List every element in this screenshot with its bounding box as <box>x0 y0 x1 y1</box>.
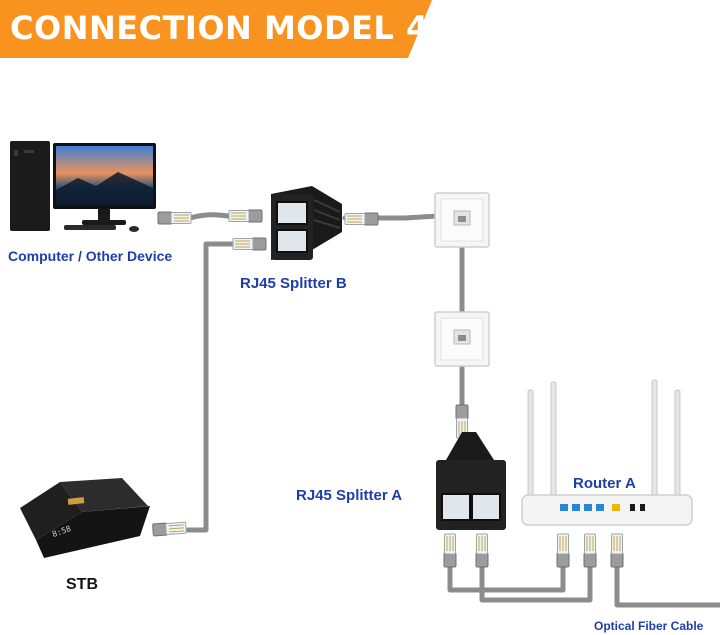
wall-plate-upper <box>434 192 490 248</box>
title-banner <box>0 0 432 58</box>
computer <box>10 141 156 232</box>
rj45-splitter-a <box>436 432 506 530</box>
cable-splitter-a-router-1 <box>447 562 566 593</box>
rj45-connector-splitter-a-port-1 <box>443 533 457 568</box>
page-title: CONNECTION MODEL 4 <box>10 9 429 47</box>
rj45-connector-router-fiber <box>610 533 624 568</box>
rj45-splitter-b <box>271 186 342 260</box>
label-computer: Computer / Other Device <box>8 248 173 264</box>
rj45-connector-splitter-a-port-2 <box>475 533 489 568</box>
monitor <box>53 143 156 225</box>
pc-tower <box>10 141 50 231</box>
label-splitter-a: RJ45 Splitter A <box>296 487 403 504</box>
rj45-connector-router-2 <box>583 533 597 568</box>
label-stb: STB <box>66 576 98 593</box>
rj45-connector-stb <box>152 521 187 537</box>
cable-computer-splitter-b <box>187 212 231 221</box>
stb-device <box>20 478 150 558</box>
rj45-connector-splitter-b-right <box>344 212 379 226</box>
cable-splitter-b-stb <box>185 241 235 533</box>
wall-plate-lower <box>434 311 490 367</box>
label-splitter-b: RJ45 Splitter B <box>240 275 347 292</box>
cable-splitter-a-router-2 <box>479 562 593 603</box>
rj45-connector-splitter-b-left-bottom <box>232 237 267 251</box>
cable-router-fiber <box>614 562 720 608</box>
label-optical-fiber: Optical Fiber Cable <box>594 619 704 633</box>
rj45-connector-router-1 <box>556 533 570 568</box>
mouse <box>129 226 139 232</box>
rj45-connector-computer <box>157 211 192 225</box>
router-a <box>521 379 693 526</box>
keyboard <box>64 225 116 230</box>
rj45-connector-splitter-b-left-top <box>228 209 263 223</box>
label-router-a: Router A <box>573 475 636 492</box>
